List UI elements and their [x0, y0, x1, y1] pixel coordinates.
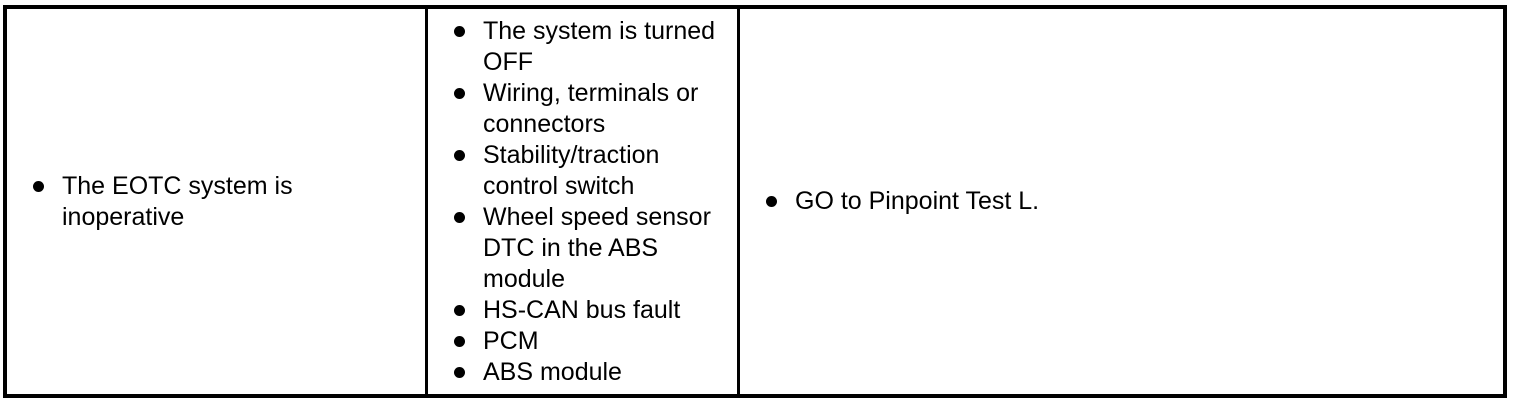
bullet-icon — [454, 335, 465, 347]
list-item: Wheel speed sensor DTC in the ABS module — [454, 202, 733, 295]
symptom-cell: The EOTC system is inoperative — [7, 9, 428, 394]
list-item: The EOTC system is inoperative — [33, 171, 405, 233]
bullet-icon — [454, 25, 465, 37]
source-text: ABS module — [483, 357, 622, 386]
action-cell: GO to Pinpoint Test L. — [740, 9, 1503, 394]
bullet-icon — [454, 211, 465, 223]
possible-sources-cell: The system is turned OFF Wiring, termina… — [428, 9, 740, 394]
bullet-icon — [33, 180, 44, 192]
bullet-icon — [766, 196, 777, 207]
action-list: GO to Pinpoint Test L. — [766, 186, 1474, 217]
symptom-list: The EOTC system is inoperative — [33, 171, 405, 233]
list-item: PCM — [454, 326, 733, 357]
list-item: GO to Pinpoint Test L. — [766, 186, 1474, 217]
bullet-icon — [454, 149, 465, 161]
possible-sources-list: The system is turned OFF Wiring, termina… — [454, 16, 733, 388]
action-text: GO to Pinpoint Test L. — [795, 187, 1040, 215]
list-item: Wiring, terminals or connectors — [454, 78, 733, 140]
list-item: ABS module — [454, 357, 733, 388]
bullet-icon — [454, 366, 465, 378]
list-item: The system is turned OFF — [454, 16, 733, 78]
source-text: Wheel speed sensor DTC in the ABS module — [483, 202, 711, 293]
source-text: Wiring, terminals or connectors — [483, 78, 699, 138]
source-text: PCM — [483, 326, 539, 355]
source-text: The system is turned OFF — [483, 16, 716, 76]
list-item: HS-CAN bus fault — [454, 295, 733, 326]
bullet-icon — [454, 304, 465, 316]
diagnostic-table-row: The EOTC system is inoperative The syste… — [3, 5, 1507, 398]
bullet-icon — [454, 87, 465, 99]
source-text: Stability/traction control switch — [483, 140, 660, 200]
symptom-text: The EOTC system is inoperative — [62, 171, 293, 231]
source-text: HS-CAN bus fault — [483, 295, 681, 324]
list-item: Stability/traction control switch — [454, 140, 733, 202]
